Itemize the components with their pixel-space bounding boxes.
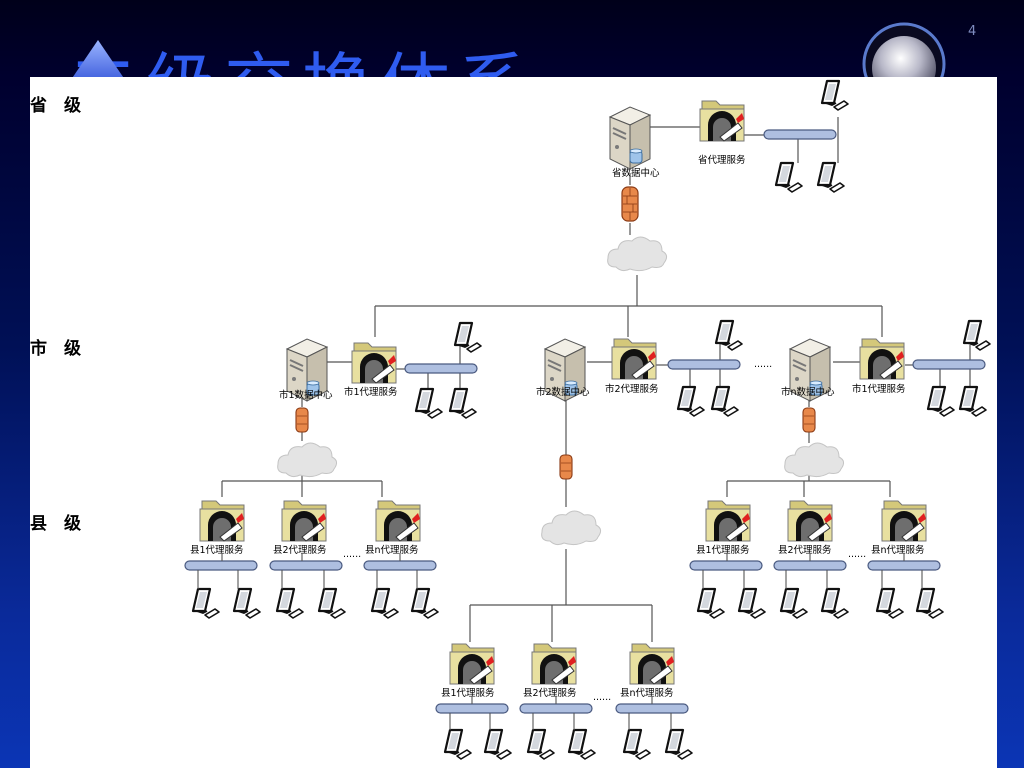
county-hub-icon: [363, 560, 437, 571]
county-ellipsis: ......: [593, 692, 611, 703]
cityn-firewall-icon: [802, 407, 816, 433]
countyn-proxy-label: 县n代理服务: [871, 544, 925, 556]
province-firewall-icon: [621, 186, 639, 222]
county-hub-icon: [435, 703, 509, 714]
cityn-data-center-label: 市n数据中心: [781, 386, 835, 398]
province-data-center-server-icon: [609, 106, 651, 170]
city2-data-center-label: 市2数据中心: [536, 386, 590, 398]
cityn-network-cloud-icon: [784, 442, 845, 478]
county1-proxy-icon: [199, 500, 245, 542]
workstation-icon: [926, 385, 956, 418]
county1-proxy-label: 县1代理服务: [696, 544, 750, 556]
city1-network-cloud-icon: [277, 442, 338, 478]
workstation-icon: [453, 321, 483, 354]
workstation-icon: [820, 587, 850, 620]
county2-proxy-label: 县2代理服务: [778, 544, 832, 556]
diagram-canvas: 省 级 市 级 县 级: [30, 77, 997, 768]
county2-proxy-label: 县2代理服务: [273, 544, 327, 556]
county1-proxy-icon: [705, 500, 751, 542]
countyn-proxy-icon: [629, 643, 675, 685]
province-hub-icon: [763, 129, 837, 140]
city2-firewall-icon: [559, 454, 573, 480]
countyn-proxy-icon: [375, 500, 421, 542]
workstation-icon: [622, 728, 652, 761]
workstation-icon: [779, 587, 809, 620]
level-label-city: 市 级: [30, 338, 81, 359]
workstation-icon: [820, 79, 850, 112]
countyn-proxy-icon: [881, 500, 927, 542]
cityn-hub-icon: [912, 359, 986, 370]
workstation-icon: [816, 161, 846, 194]
workstation-icon: [448, 387, 478, 420]
workstation-icon: [962, 319, 992, 352]
county2-proxy-icon: [281, 500, 327, 542]
workstation-icon: [696, 587, 726, 620]
cityn-proxy-label: 市1代理服务: [852, 383, 906, 395]
workstation-icon: [915, 587, 945, 620]
city1-proxy-label: 市1代理服务: [344, 386, 398, 398]
orb-icon: [862, 22, 946, 82]
countyn-proxy-label: 县n代理服务: [365, 544, 419, 556]
city1-data-center-label: 市1数据中心: [279, 389, 333, 401]
county-ellipsis: ......: [343, 549, 361, 560]
city2-proxy-label: 市2代理服务: [605, 383, 659, 395]
workstation-icon: [710, 385, 740, 418]
county1-proxy-label: 县1代理服务: [190, 544, 244, 556]
workstation-icon: [232, 587, 262, 620]
workstation-icon: [737, 587, 767, 620]
province-data-center-label: 省数据中心: [612, 167, 660, 179]
city2-proxy-icon: [611, 338, 657, 380]
workstation-icon: [483, 728, 513, 761]
city-ellipsis: ......: [754, 359, 772, 370]
county2-proxy-icon: [531, 643, 577, 685]
county-hub-icon: [773, 560, 847, 571]
county2-proxy-icon: [787, 500, 833, 542]
workstation-icon: [410, 587, 440, 620]
county-hub-icon: [269, 560, 343, 571]
province-network-cloud-icon: [607, 236, 668, 272]
workstation-icon: [317, 587, 347, 620]
city1-firewall-icon: [295, 407, 309, 433]
county1-proxy-label: 县1代理服务: [441, 687, 495, 699]
hub-connectors: [197, 553, 923, 730]
workstation-icon: [676, 385, 706, 418]
workstation-icon: [875, 587, 905, 620]
workstation-icon: [414, 387, 444, 420]
province-proxy-label: 省代理服务: [698, 154, 746, 166]
county-hub-icon: [615, 703, 689, 714]
workstation-icon: [191, 587, 221, 620]
county1-proxy-icon: [449, 643, 495, 685]
workstation-icon: [567, 728, 597, 761]
county-hub-icon: [689, 560, 763, 571]
level-label-county: 县 级: [30, 513, 81, 534]
city1-proxy-icon: [351, 342, 397, 384]
county2-proxy-label: 县2代理服务: [523, 687, 577, 699]
county-hub-icon: [519, 703, 593, 714]
page-number: 4: [968, 24, 977, 39]
county-hub-icon: [184, 560, 258, 571]
workstation-icon: [526, 728, 556, 761]
level-label-province: 省 级: [30, 95, 81, 116]
city2-hub-icon: [667, 359, 741, 370]
workstation-icon: [958, 385, 988, 418]
countyn-proxy-label: 县n代理服务: [620, 687, 674, 699]
city2-network-cloud-icon: [541, 510, 602, 546]
county-hub-icon: [867, 560, 941, 571]
workstation-icon: [370, 587, 400, 620]
workstation-icon: [664, 728, 694, 761]
city1-hub-icon: [404, 363, 478, 374]
county-ellipsis: ......: [848, 549, 866, 560]
cityn-proxy-icon: [859, 338, 905, 380]
province-proxy-icon: [699, 100, 745, 142]
workstation-icon: [774, 161, 804, 194]
workstation-icon: [443, 728, 473, 761]
workstation-icon: [275, 587, 305, 620]
